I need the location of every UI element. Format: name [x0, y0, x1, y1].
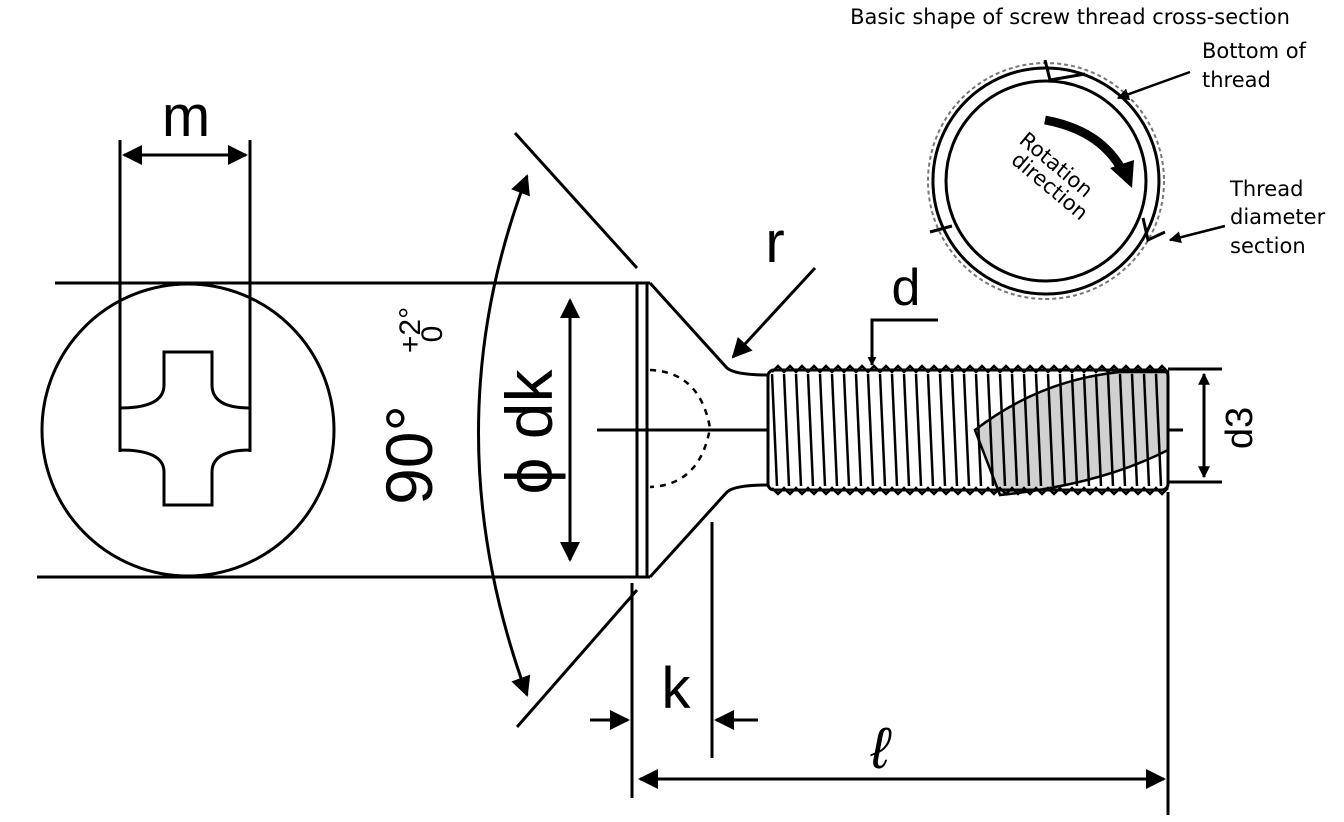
thread-line [854, 373, 863, 487]
r-leader-line [731, 266, 817, 359]
thread-crest-top [771, 364, 1169, 374]
thread-diameter-leader [1168, 224, 1226, 244]
thread-line [830, 373, 839, 487]
thread-line [1010, 373, 1019, 487]
thread-notch-left [929, 224, 953, 234]
k-dimension [590, 522, 758, 798]
thread-line [1118, 373, 1127, 487]
thread-line [782, 373, 791, 487]
thread-line [890, 373, 899, 487]
countersink-lower [648, 483, 769, 579]
label-m: m [162, 84, 210, 149]
head-top-view [37, 140, 650, 579]
thread-line [998, 373, 1007, 487]
label-tol-zero: 0 [416, 326, 449, 343]
thread-line [926, 373, 935, 487]
thread-line [806, 373, 815, 487]
angle-dimension [477, 131, 639, 728]
bottom-leader [1116, 70, 1191, 100]
label-r: r [765, 210, 784, 275]
thread-line [1022, 373, 1031, 487]
l-dimension [638, 492, 1170, 815]
thread-line [962, 373, 971, 487]
cutting-groove [973, 370, 1170, 497]
thread-line [1082, 373, 1091, 487]
thread-line [974, 373, 983, 487]
callout-thread-line1: Thread [1229, 177, 1303, 201]
head-circle [40, 282, 336, 578]
thread-line [1154, 373, 1163, 487]
label-d: d [892, 259, 921, 317]
angle-arc-arrow [477, 174, 531, 697]
thread-lines [770, 373, 1163, 487]
thread-cross-section [927, 59, 1226, 300]
rotation-arc [1044, 115, 1126, 173]
thread-line [770, 373, 779, 487]
callout-bottom-line2: thread [1202, 68, 1271, 92]
thread-line [950, 373, 959, 487]
thread-notch-right [1141, 217, 1166, 243]
cross-recess-icon [118, 350, 252, 507]
screw-side-view [560, 281, 1183, 579]
thread-line [1046, 373, 1055, 487]
callout-thread-line2: diameter [1230, 205, 1326, 229]
thread-line [842, 373, 851, 487]
countersink-upper [648, 281, 769, 377]
thread-line [914, 373, 923, 487]
callout-thread-line3: section [1230, 234, 1306, 258]
r-leader [731, 266, 817, 359]
angle-extension-lower [515, 589, 639, 728]
inner-thread-circle [944, 79, 1148, 283]
label-d3: d3 [1219, 407, 1261, 449]
label-k: k [662, 656, 692, 721]
label-angle: 90° [372, 405, 446, 505]
angle-extension-upper [513, 131, 639, 270]
thread-line [818, 373, 827, 487]
thread-line [938, 373, 947, 487]
label-tol-plus: +2° [394, 307, 427, 353]
thread-line [1058, 373, 1067, 487]
thread-line [878, 373, 887, 487]
thread-line [1142, 373, 1151, 487]
label-l: ℓ [870, 716, 892, 781]
d-leader [867, 318, 938, 366]
thread-line [1106, 373, 1115, 487]
outer-thread-circle [931, 66, 1161, 296]
thread-line [1130, 373, 1139, 487]
thread-line [866, 373, 875, 487]
thread-line [1070, 373, 1079, 487]
thread-line [902, 373, 911, 487]
d3-dimension [1168, 367, 1222, 484]
threaded-shank [766, 364, 1170, 497]
diagram-title: Basic shape of screw thread cross-sectio… [850, 5, 1290, 29]
recess-hidden-line [649, 368, 712, 489]
callout-bottom-line1: Bottom of [1202, 39, 1307, 63]
thread-line [986, 373, 995, 487]
thread-crest-bottom [771, 486, 1169, 496]
label-dk: ϕ dk [492, 369, 566, 495]
d-leader-line [867, 318, 938, 366]
thread-notch-top [1043, 59, 1086, 82]
thread-line [1094, 373, 1103, 487]
thread-line [794, 373, 803, 487]
rotation-arrow-head [1110, 160, 1134, 188]
